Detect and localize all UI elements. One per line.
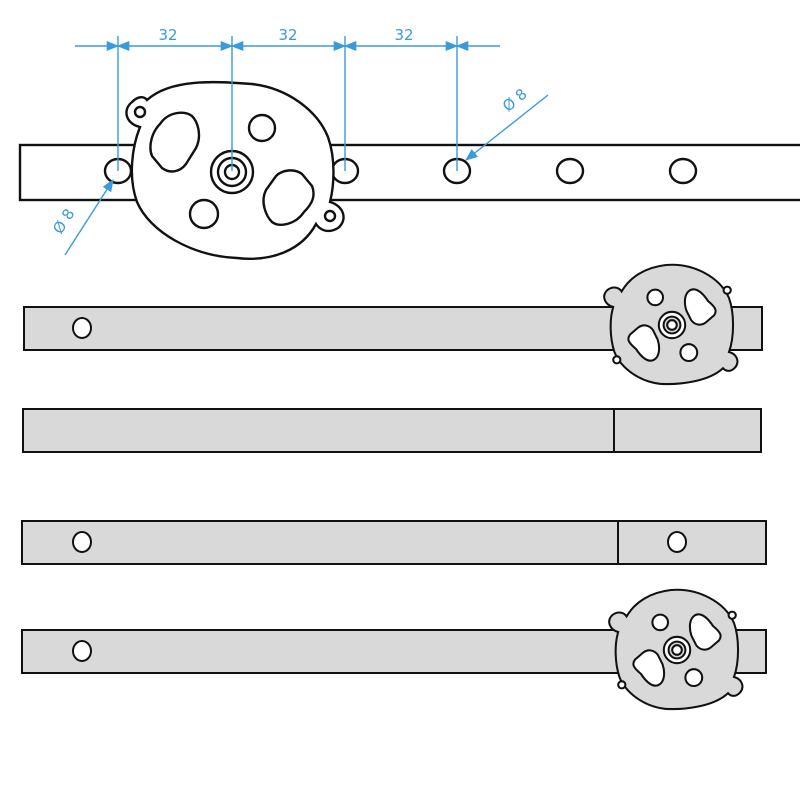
rail-bar (21, 520, 767, 565)
bar-hole (72, 531, 92, 553)
dimension-lines (64, 36, 549, 256)
bar-hole (668, 157, 698, 185)
top-plate (125, 80, 345, 260)
bar-hole (667, 531, 687, 553)
bar-hole (555, 157, 585, 185)
bar-hole (72, 317, 92, 339)
top-detail-view: 32 32 32 Ø 8 Ø 8 (18, 26, 800, 260)
diameter-label-left: Ø 8 (49, 205, 78, 237)
assembly-view-3 (21, 520, 767, 565)
diameter-label-right: Ø 8 (499, 85, 531, 116)
assembly-view-4 (21, 588, 767, 711)
assembly-view-1 (23, 263, 763, 386)
hanger-plate (603, 263, 739, 386)
dimension-label-3: 32 (394, 26, 413, 44)
rail-bar (22, 408, 762, 453)
assembly-view-2 (22, 408, 762, 453)
bar-hole (72, 640, 92, 662)
hanger-plate (608, 588, 744, 711)
dimension-label-2: 32 (278, 26, 297, 44)
dimension-label-1: 32 (158, 26, 177, 44)
